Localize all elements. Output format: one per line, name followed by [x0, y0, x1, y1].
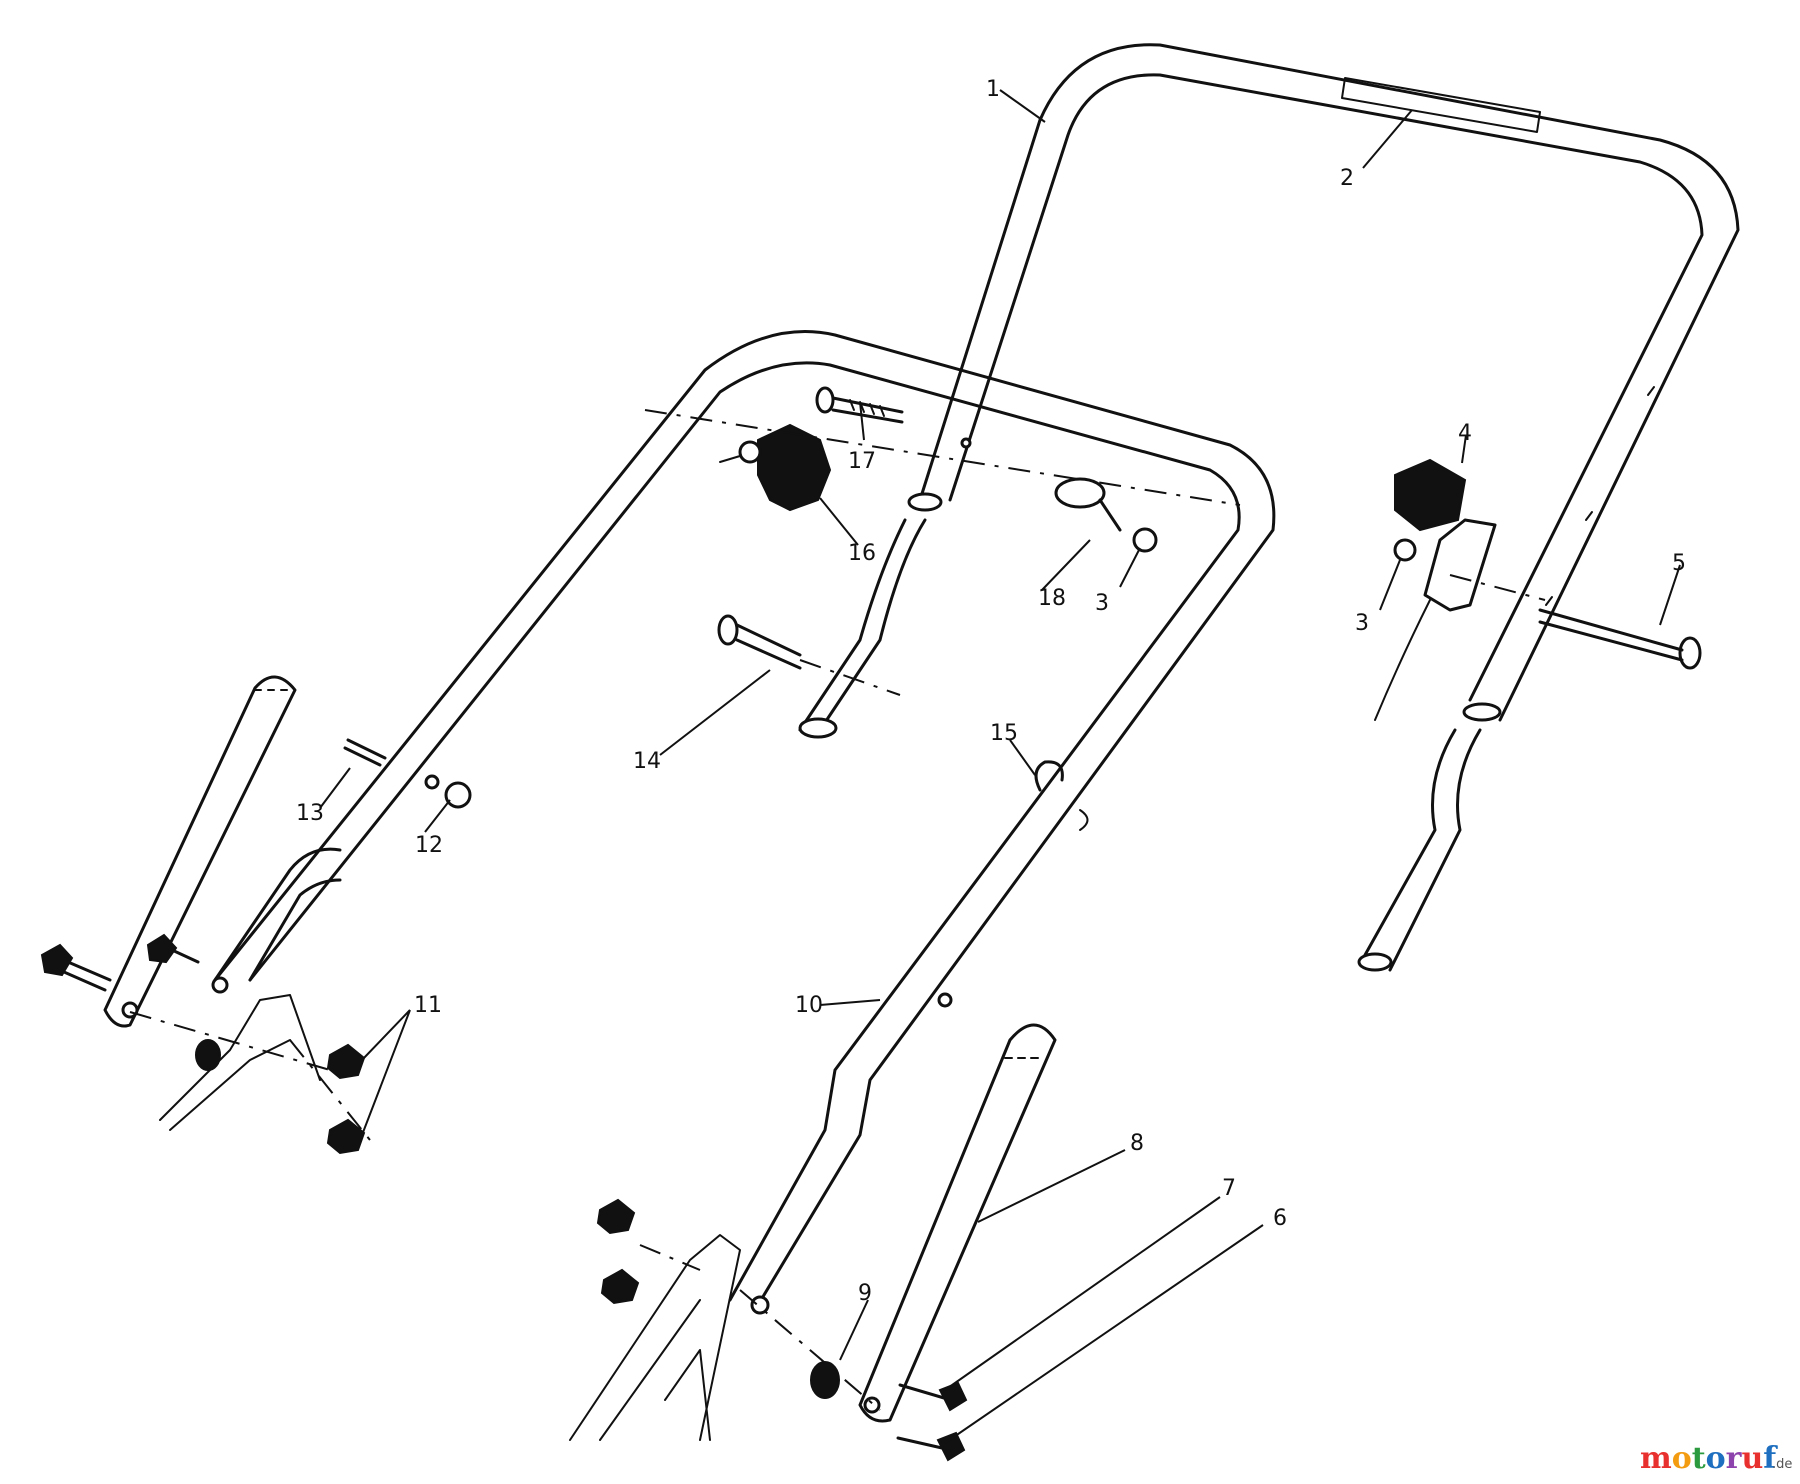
callout-4: 4 — [1458, 421, 1472, 446]
callout-8: 8 — [1130, 1131, 1144, 1156]
knob-16 — [719, 423, 832, 512]
callout-12: 12 — [415, 833, 443, 858]
wm-letter-o1: o — [1672, 1441, 1692, 1476]
callout-18: 18 — [1038, 586, 1066, 611]
motoruf-watermark: motoruf .de — [1640, 1441, 1792, 1476]
left-mounting-bracket — [103, 675, 371, 1141]
callout-17: 17 — [848, 449, 876, 474]
callout-7: 7 — [1222, 1176, 1236, 1201]
callout-3a: 3 — [1095, 591, 1109, 616]
upper-handle-tube-ends — [798, 518, 1482, 972]
bolt-17 — [815, 386, 904, 424]
wm-letter-u: u — [1741, 1441, 1763, 1476]
callout-9: 9 — [858, 1281, 872, 1306]
right-mounting-bracket — [569, 1023, 1057, 1441]
wm-letter-r: r — [1726, 1441, 1743, 1476]
lower-handle — [211, 330, 1276, 1315]
callout-16: 16 — [848, 541, 876, 566]
callout-6: 6 — [1273, 1206, 1287, 1231]
callout-11: 11 — [414, 993, 442, 1018]
callout-15: 15 — [990, 721, 1018, 746]
callout-14: 14 — [633, 749, 661, 774]
callout-13: 13 — [296, 801, 324, 826]
bolt-14 — [717, 614, 901, 696]
bolt-5 — [1538, 608, 1702, 670]
wm-letter-t: t — [1692, 1441, 1706, 1476]
wm-suffix: .de — [1772, 1457, 1792, 1472]
callout-labels: 1 2 3 3 4 5 6 7 8 9 10 11 12 13 14 15 16… — [296, 77, 1686, 1444]
svg-text:motoruf: motoruf — [1640, 1441, 1778, 1476]
callout-5: 5 — [1672, 551, 1686, 576]
hardware — [40, 386, 1702, 1462]
wm-letter-f: f — [1763, 1441, 1778, 1476]
callout-10: 10 — [795, 993, 823, 1018]
callout-3b: 3 — [1355, 611, 1369, 636]
callout-1: 1 — [986, 77, 1000, 102]
upper-handle — [907, 43, 1740, 722]
cable-guide-18 — [1054, 477, 1122, 532]
wm-letter-o2: o — [1706, 1441, 1726, 1476]
control-switch-4 — [1374, 458, 1546, 721]
wm-letter-m: m — [1640, 1441, 1672, 1476]
callout-2: 2 — [1340, 166, 1354, 191]
